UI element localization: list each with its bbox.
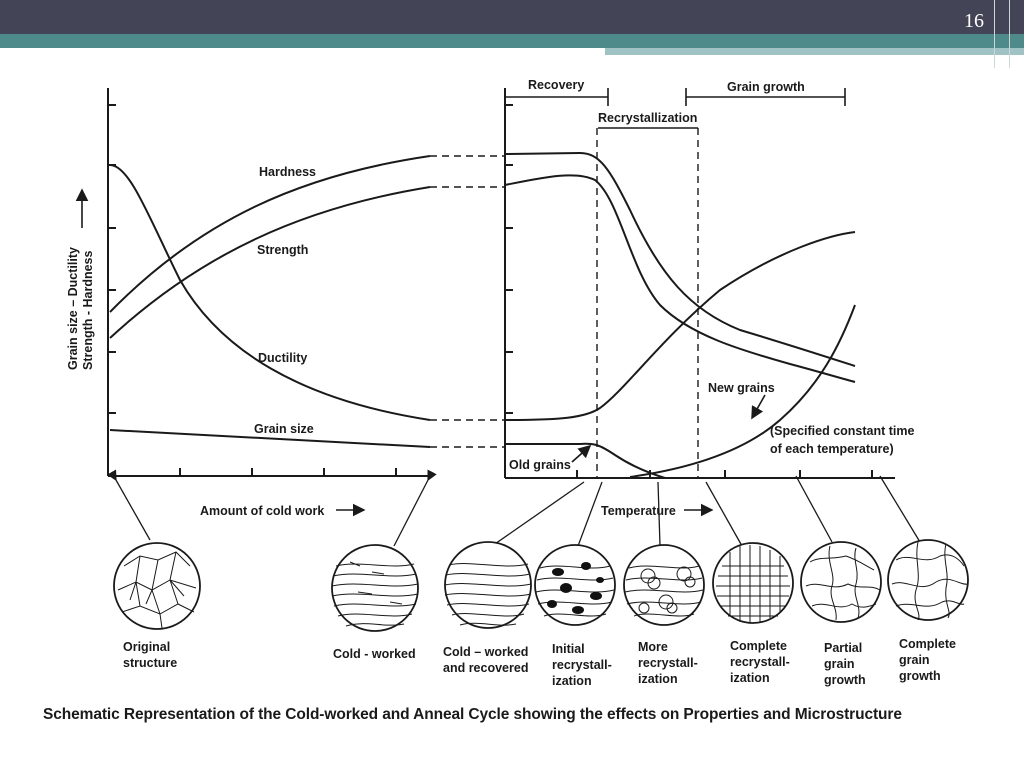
hardness-curve	[109, 155, 431, 313]
stage-label: Complete recrystall-ization	[730, 639, 790, 685]
old-grains-arrow	[571, 444, 592, 463]
more-recrystallization-micrograph	[623, 544, 705, 626]
stage-label-line: grain	[824, 657, 855, 671]
stage-label-line: ization	[638, 672, 678, 686]
stage-label-line: structure	[123, 656, 177, 670]
stage-label-line: grain	[899, 653, 930, 667]
title-bar	[0, 0, 1024, 34]
grain-growth-bracket	[685, 88, 846, 106]
stage-label: More recrystall-ization	[638, 640, 698, 686]
stage-label-line: Cold - worked	[333, 647, 416, 661]
left-x-ticks	[179, 468, 397, 476]
stage-label-line: growth	[824, 673, 866, 687]
stage-label-line: Initial	[552, 642, 585, 656]
stage-label-line: recrystall-	[638, 656, 698, 670]
recrystallization-label: Recrystallization	[598, 111, 697, 125]
complete-recrystallization-micrograph	[712, 542, 794, 624]
note-line2: of each temperature)	[770, 442, 894, 456]
stage-label-line: Complete	[899, 637, 956, 651]
ductility-curve	[109, 164, 431, 421]
strength-label: Strength	[257, 243, 308, 257]
x-axis-label-cold-work: Amount of cold work	[200, 504, 324, 518]
hardness-curve-right	[504, 151, 856, 367]
ductility-label: Ductility	[258, 351, 307, 365]
stage-label: Cold - worked	[333, 647, 416, 661]
right-y-ticks	[505, 104, 513, 414]
grain-clusters	[638, 566, 696, 614]
grain-size-label: Grain size	[254, 422, 314, 436]
recovery-bracket	[504, 88, 609, 106]
new-grains-label: New grains	[708, 381, 775, 395]
y-axis-label-line2: Strength - Hardness	[81, 250, 95, 370]
stage-label: Complete grain growth	[899, 637, 956, 683]
y-axis-label-line1: Grain size – Ductility	[66, 247, 80, 370]
stage-label-line: ization	[730, 671, 770, 685]
stage-label-line: ization	[552, 674, 592, 688]
ductility-curve-right	[504, 231, 856, 421]
page-number: 16	[964, 10, 984, 32]
stage-label-line: recrystall-	[552, 658, 612, 672]
new-grains-curve	[629, 304, 856, 478]
microstructures	[113, 539, 969, 632]
hardness-label: Hardness	[259, 165, 316, 179]
stage-label-line: Partial	[824, 641, 862, 655]
stage-leaders	[106, 469, 921, 547]
old-grains-curve	[505, 442, 666, 479]
stage-label-line: Original	[123, 640, 170, 654]
accent-bar	[0, 34, 1024, 48]
recrystallized-nuclei	[547, 562, 604, 614]
decorative-lines	[994, 0, 1010, 68]
note-line1: (Specified constant time	[770, 424, 915, 438]
partial-grain-growth-micrograph	[800, 541, 882, 623]
right-x-ticks	[576, 470, 873, 478]
stage-label-line: and recovered	[443, 661, 528, 675]
new-grains-arrow	[751, 394, 766, 420]
strength-curve	[109, 186, 431, 339]
stage-label-line: recrystall-	[730, 655, 790, 669]
grain-size-left-curve	[109, 429, 431, 448]
stage-labels: Original structure Cold - worked Cold – wor…	[123, 637, 956, 688]
x-axis-label-temperature: Temperature	[601, 504, 676, 518]
stage-label: Initial recrystall-ization	[552, 642, 612, 688]
stage-label-line: More	[638, 640, 668, 654]
left-y-ticks	[108, 104, 116, 414]
grain-growth-label: Grain growth	[727, 80, 805, 94]
stage-label: Partial grain growth	[824, 641, 866, 687]
old-grains-label: Old grains	[509, 458, 571, 472]
stage-label-line: growth	[899, 669, 941, 683]
figure-caption: Schematic Representation of the Cold-wor…	[43, 706, 902, 723]
recovery-label: Recovery	[528, 78, 584, 92]
complete-grain-growth-micrograph	[887, 539, 969, 621]
stage-label-line: Cold – worked	[443, 645, 528, 659]
stage-label-line: Complete	[730, 639, 787, 653]
accent-bar-light	[605, 48, 1024, 55]
stage-label: Original structure	[123, 640, 177, 670]
strength-curve-right	[504, 174, 856, 383]
cold-worked-micrograph	[331, 544, 419, 632]
stage-label: Cold – worked and recovered	[443, 645, 528, 675]
